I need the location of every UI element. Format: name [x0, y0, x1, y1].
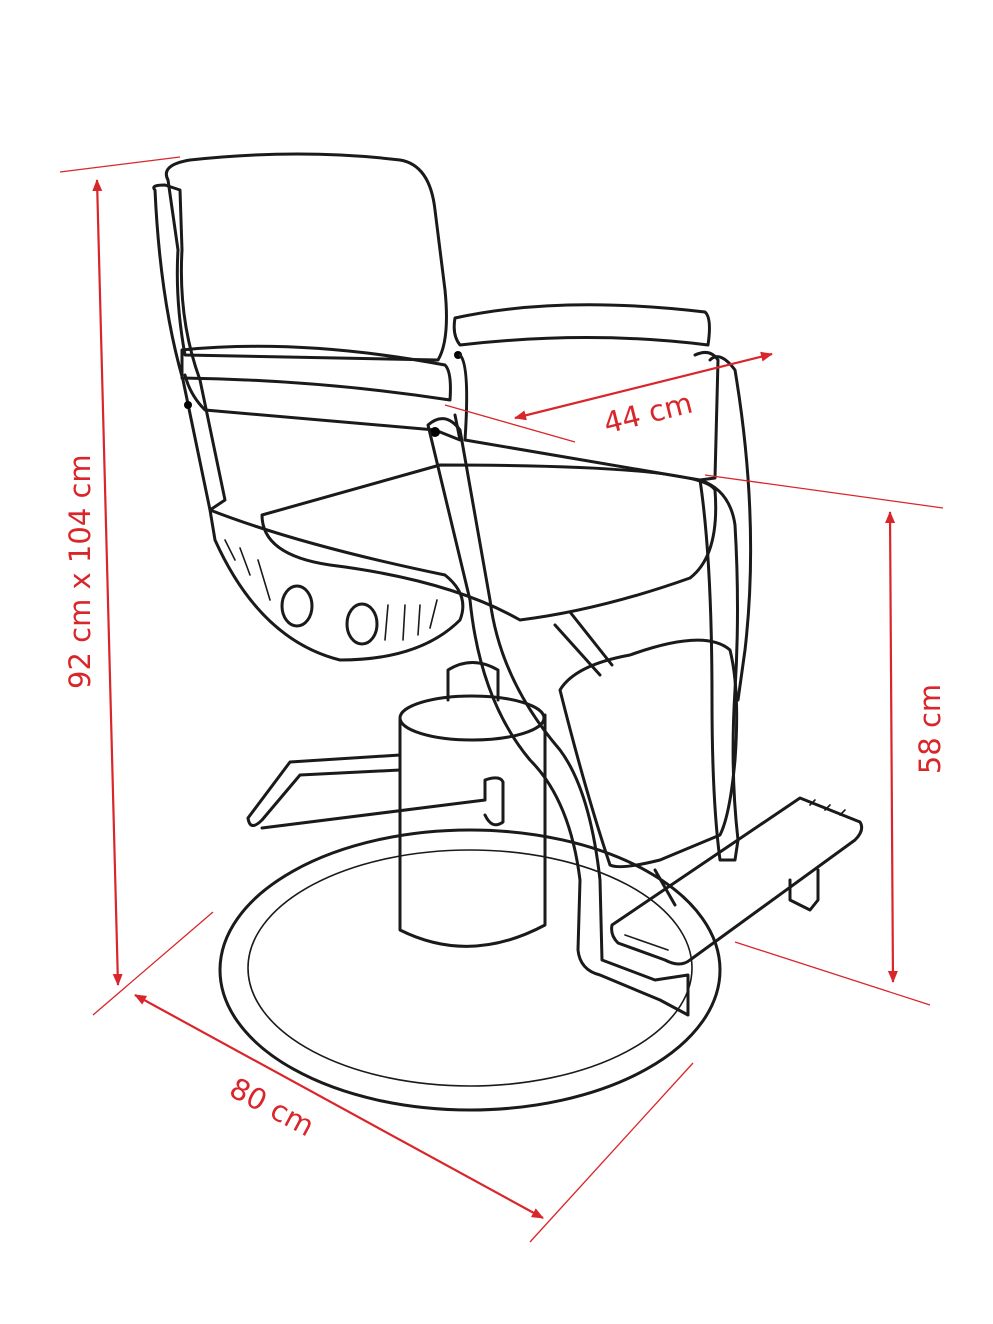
- height-label: 92 cm x 104 cm: [63, 454, 97, 689]
- dimension-lines: [59, 156, 944, 1243]
- height-dimension-arrow: [92, 179, 123, 986]
- backrest-frame-left: [152, 183, 227, 512]
- leg-rest: [558, 638, 739, 869]
- front-frame: [426, 417, 690, 1017]
- seat-height-dimension-arrow: [885, 511, 898, 983]
- armrest-left: [180, 344, 452, 402]
- hydraulic-column: [398, 713, 547, 948]
- base-dimension-arrow: [134, 994, 544, 1219]
- seat-apron: [208, 508, 465, 662]
- chair-outline: [152, 152, 864, 1112]
- pump-pedal: [246, 753, 505, 830]
- seat-height-label: 58 cm: [913, 683, 947, 775]
- footrest: [610, 796, 864, 966]
- seat-width-dimension-arrow: [514, 351, 773, 421]
- armrest-right: [452, 303, 711, 347]
- backrest: [164, 152, 448, 362]
- chair-base: [218, 828, 722, 1112]
